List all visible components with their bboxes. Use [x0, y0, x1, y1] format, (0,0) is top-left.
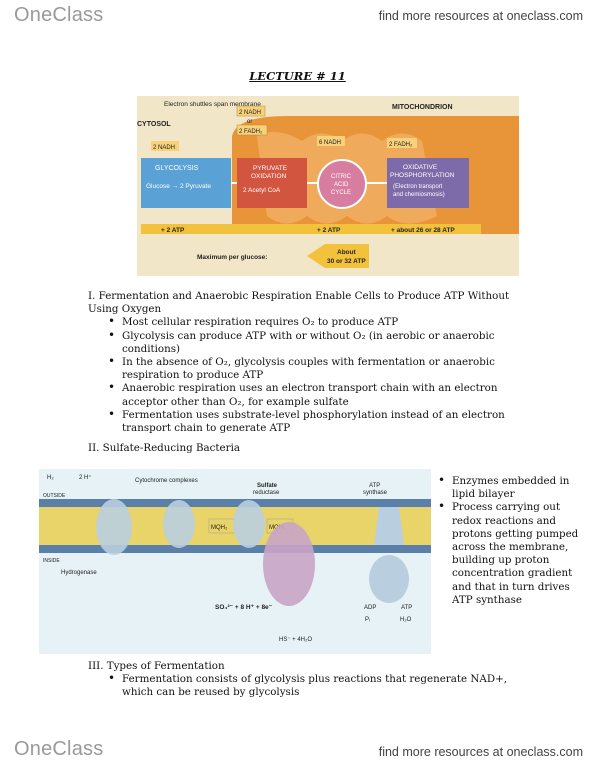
atp-label-2: + 2 ATP — [317, 227, 341, 234]
section-1-heading: I. Fermentation and Anaerobic Respiratio… — [88, 290, 510, 316]
outside-label: OUTSIDE — [43, 493, 66, 499]
oneclass-logo[interactable]: OneClass — [14, 4, 104, 26]
sulfate-reductase-label-2: reductase — [253, 490, 280, 496]
glucose-label: Glucose → 2 Pyruvate — [146, 183, 211, 190]
inside-label: INSIDE — [43, 558, 60, 564]
or-label: or — [247, 119, 252, 125]
atp-synthase-head — [369, 555, 409, 603]
acetyl-label: 2 Acetyl CoA — [243, 187, 281, 194]
section-3: III. Types of Fermentation Fermentation … — [88, 660, 518, 700]
pi-label: Pᵢ — [365, 617, 370, 623]
side-notes: Enzymes embedded in lipid bilayer Proces… — [438, 474, 590, 607]
nadh-top-label: 2 NADH — [239, 110, 261, 116]
atp-synthase-label-2: synthase — [363, 490, 388, 496]
h2o-label: H₂O — [400, 617, 412, 623]
nadh-mid-label: 6 NADH — [319, 140, 341, 146]
oneclass-footer-logo[interactable]: OneClass — [14, 738, 104, 760]
atp-label: ATP — [401, 605, 412, 611]
hs-equation: HS⁻ + 4H₂O — [279, 637, 312, 643]
atp-synthase-label-1: ATP — [369, 483, 380, 489]
mitochondrion-label: MITOCHONDRION — [392, 104, 453, 111]
atp-label-1: + 2 ATP — [161, 227, 185, 234]
pyruvate-label-2: OXIDATION — [251, 173, 287, 180]
oxphos-label-3: (Electron transport — [393, 184, 443, 190]
cytochrome-protein-2 — [233, 500, 265, 548]
list-item: Fermentation consists of glycolysis plus… — [108, 672, 518, 699]
oxphos-label-2: PHOSPHORYLATION — [390, 172, 455, 179]
citric-label-2: ACID — [334, 182, 349, 188]
oxphos-box — [387, 158, 469, 208]
respiration-diagram: Electron shuttles span membrane CYTOSOL … — [137, 96, 519, 268]
max-per-glucose-label: Maximum per glucose: — [197, 254, 267, 261]
about-label-1: About — [337, 249, 357, 256]
list-item: Fermentation uses substrate-level phosph… — [108, 408, 518, 435]
page-title: LECTURE # 11 — [249, 69, 346, 83]
shuttle-label: Electron shuttles span membrane — [164, 101, 261, 108]
fadh-top-label: 2 FADH₂ — [239, 129, 263, 135]
fadh-right-label: 2 FADH₂ — [389, 142, 413, 148]
atp-synthase-channel — [374, 507, 404, 545]
find-resources-footer-link[interactable]: find more resources at oneclass.com — [378, 745, 583, 759]
sulfate-reductase-protein — [263, 522, 315, 606]
sulfate-reductase-label-1: Sulfate — [257, 483, 278, 489]
cytochrome-protein-1 — [163, 500, 195, 548]
section-3-heading: III. Types of Fermentation — [88, 660, 225, 672]
atp-label-3: + about 26 or 28 ATP — [391, 227, 455, 234]
oxphos-label-4: and chemiosmosis) — [393, 192, 445, 198]
max-atp-arrow — [307, 244, 369, 268]
adp-label: ADP — [364, 605, 376, 611]
two-h-label: 2 H⁺ — [79, 474, 92, 481]
list-item: In the absence of O₂, glycolysis couples… — [108, 355, 518, 382]
pyruvate-label-1: PYRUVATE — [253, 165, 288, 172]
cytochrome-label: Cytochrome complexes — [135, 478, 198, 484]
pyruvate-oxidation-box — [237, 158, 307, 208]
section-1: I. Fermentation and Anaerobic Respiratio… — [88, 290, 518, 435]
citric-label-3: CYCLE — [331, 190, 351, 196]
list-item: Most cellular respiration requires O₂ to… — [108, 315, 518, 329]
section-3-bullets: Fermentation consists of glycolysis plus… — [88, 672, 518, 699]
membrane-diagram: H₂ 2 H⁺ Cytochrome complexes Sulfate red… — [39, 469, 431, 654]
citric-label-1: CITRIC — [331, 174, 352, 180]
about-label-2: 30 or 32 ATP — [327, 258, 366, 265]
nadh-left-label: 2 NADH — [153, 145, 175, 151]
list-item: Enzymes embedded in lipid bilayer — [438, 474, 590, 501]
list-item: Glycolysis can produce ATP with or witho… — [108, 329, 518, 356]
oxphos-label-1: OXIDATIVE — [403, 164, 438, 171]
inner-layer — [39, 545, 431, 553]
h2-label: H₂ — [47, 475, 54, 481]
hydrogenase-protein — [96, 499, 132, 555]
side-notes-list: Enzymes embedded in lipid bilayer Proces… — [438, 474, 590, 607]
mqh-label-1: MQH₂ — [211, 525, 228, 531]
cytosol-label: CYTOSOL — [137, 121, 171, 128]
respiration-overview-figure: Electron shuttles span membrane CYTOSOL … — [137, 96, 519, 276]
find-resources-link[interactable]: find more resources at oneclass.com — [378, 9, 583, 23]
sulfate-equation: SO₄²⁻ + 8 H⁺ + 8e⁻ — [215, 604, 273, 611]
sulfate-reducing-figure: H₂ 2 H⁺ Cytochrome complexes Sulfate red… — [39, 469, 431, 654]
section-1-bullets: Most cellular respiration requires O₂ to… — [88, 315, 518, 435]
section-2-heading: II. Sulfate-Reducing Bacteria — [88, 442, 241, 454]
outer-layer — [39, 499, 431, 507]
hydrogenase-label: Hydrogenase — [61, 570, 97, 576]
atp-bar — [141, 224, 481, 234]
list-item: Anaerobic respiration uses an electron t… — [108, 381, 518, 408]
glycolysis-box — [141, 158, 231, 208]
glycolysis-label: GLYCOLYSIS — [155, 165, 199, 172]
list-item: Process carrying out redox reactions and… — [438, 500, 590, 607]
